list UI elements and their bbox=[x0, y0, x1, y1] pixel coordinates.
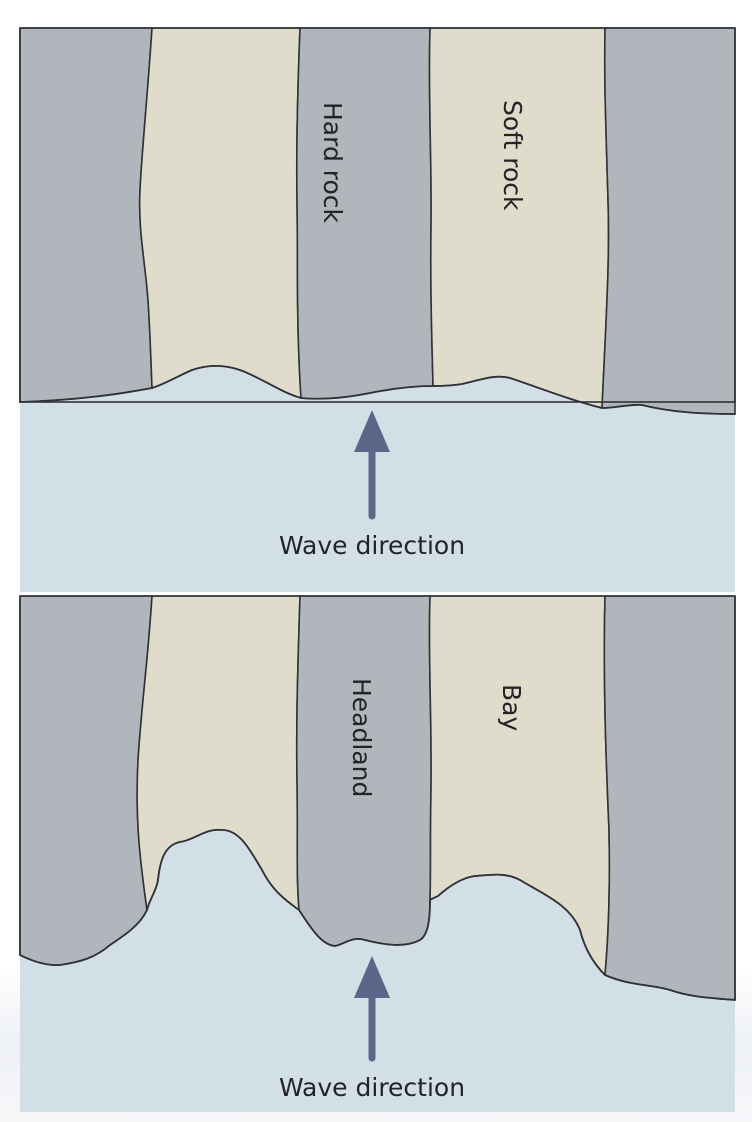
top-soft-rock-1 bbox=[138, 27, 302, 399]
hard-rock-label: Hard rock bbox=[318, 102, 347, 224]
arrow-up-icon bbox=[354, 956, 390, 1062]
top-hard-rock-headland bbox=[295, 27, 434, 400]
bay-label: Bay bbox=[497, 684, 526, 731]
bottom-hard-rock-right bbox=[603, 595, 736, 1001]
top-hard-rock-left bbox=[19, 27, 153, 403]
arrow-up-icon bbox=[354, 410, 390, 520]
headland-label: Headland bbox=[347, 678, 376, 797]
top-coastline bbox=[19, 364, 736, 415]
top-hard-rock-right bbox=[601, 27, 736, 415]
top-soft-rock-2 bbox=[428, 27, 610, 409]
bottom-wave-direction-label: Wave direction bbox=[279, 1073, 465, 1102]
top-wave-direction-label: Wave direction bbox=[279, 531, 465, 560]
bottom-frame bbox=[19, 595, 736, 1000]
bottom-coastline bbox=[19, 828, 736, 1001]
bottom-panel: Headland Bay Wave direction bbox=[19, 595, 736, 1112]
top-panel: Hard rock Soft rock Wave direction bbox=[19, 27, 736, 592]
soft-rock-label: Soft rock bbox=[498, 100, 527, 211]
top-frame bbox=[19, 27, 736, 403]
bottom-hard-rock-left bbox=[19, 595, 153, 966]
